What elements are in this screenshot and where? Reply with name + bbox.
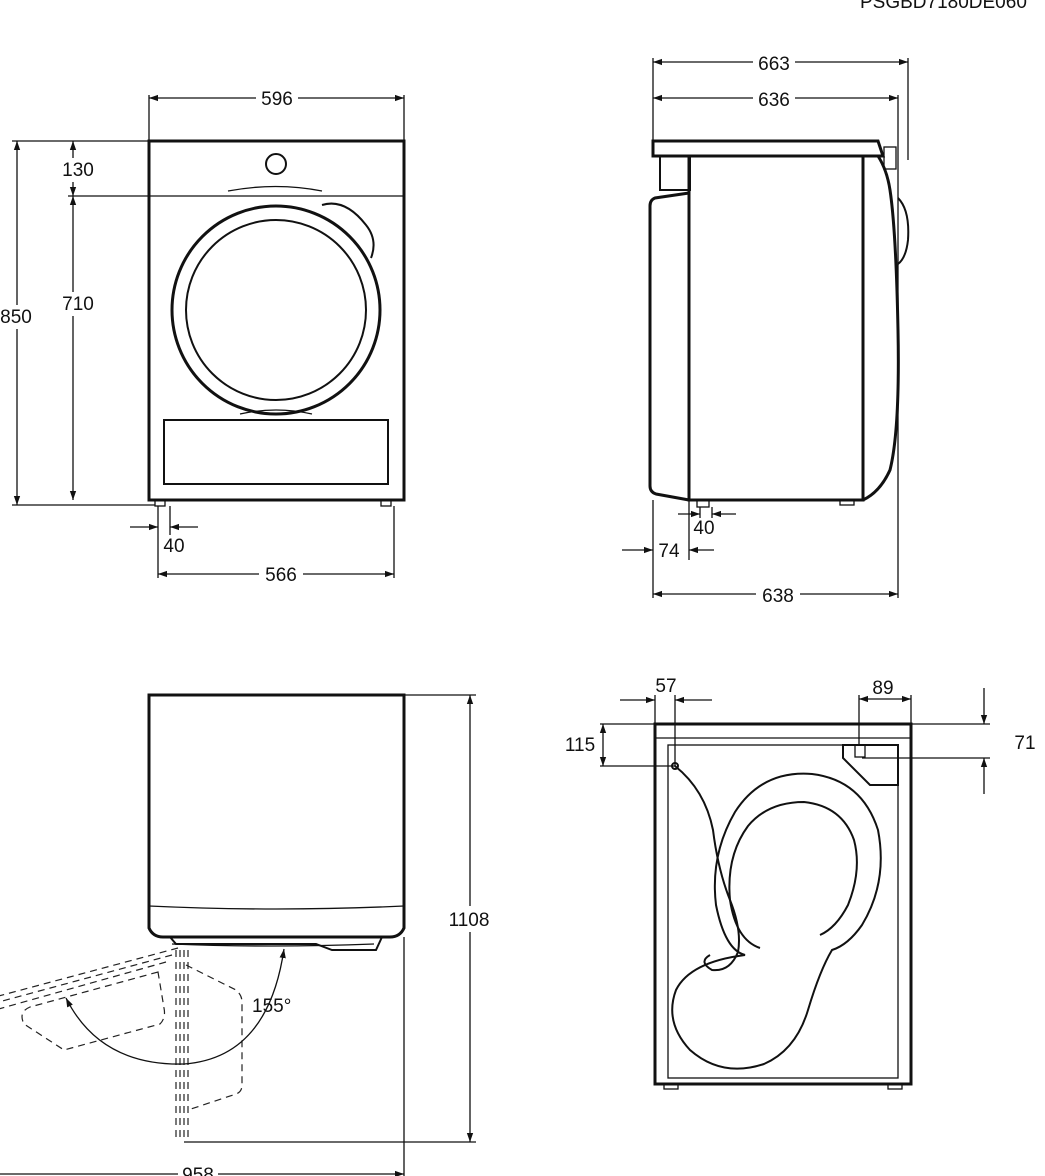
dim-side-foot-40: 40	[693, 518, 714, 539]
dim-height-850: 850	[0, 307, 32, 328]
door-outer	[170, 204, 382, 416]
dim-outlet-89: 89	[872, 678, 893, 699]
outlet-box	[842, 744, 899, 786]
door-closed	[169, 936, 383, 951]
dim-depth-636: 636	[758, 90, 790, 111]
top-cabinet	[147, 693, 406, 939]
front-view: 596 850 130 710 40 566	[0, 86, 406, 586]
side-front-panel	[648, 191, 690, 502]
dim-door-710: 710	[62, 294, 94, 315]
side-top	[651, 139, 886, 158]
door-inner	[185, 219, 367, 401]
side-door-handle	[897, 197, 910, 265]
control-knob	[265, 153, 287, 175]
door-opening-view: 155° 1108 958	[0, 693, 492, 1176]
door-handle	[321, 202, 375, 259]
model-code: PSGBD7180DE060	[860, 0, 1027, 13]
angle-155: 155°	[252, 996, 291, 1017]
side-body	[687, 156, 865, 502]
dim-front-74: 74	[658, 541, 680, 562]
rear-view: 57 115 89 71	[562, 676, 1036, 1090]
dim-open-958: 958	[182, 1165, 214, 1176]
dim-depth-663: 663	[758, 54, 790, 75]
rear-drum-outline	[671, 772, 882, 1070]
dim-width-596: 596	[261, 89, 293, 110]
dim-depth-638: 638	[762, 586, 794, 607]
dim-open-1108: 1108	[449, 910, 490, 931]
dim-outlet-71: 71	[1014, 733, 1035, 754]
drain-hose	[674, 765, 740, 972]
dim-feet-566: 566	[265, 565, 297, 586]
dim-foot-40: 40	[163, 536, 184, 557]
dim-top-130: 130	[62, 160, 94, 181]
dim-hose-57: 57	[655, 676, 676, 697]
side-top-vent	[659, 155, 691, 191]
front-cabinet	[147, 139, 406, 502]
side-view: 663 636 40 74 638	[622, 50, 910, 607]
dim-hose-115: 115	[565, 735, 595, 756]
water-container	[163, 419, 389, 485]
